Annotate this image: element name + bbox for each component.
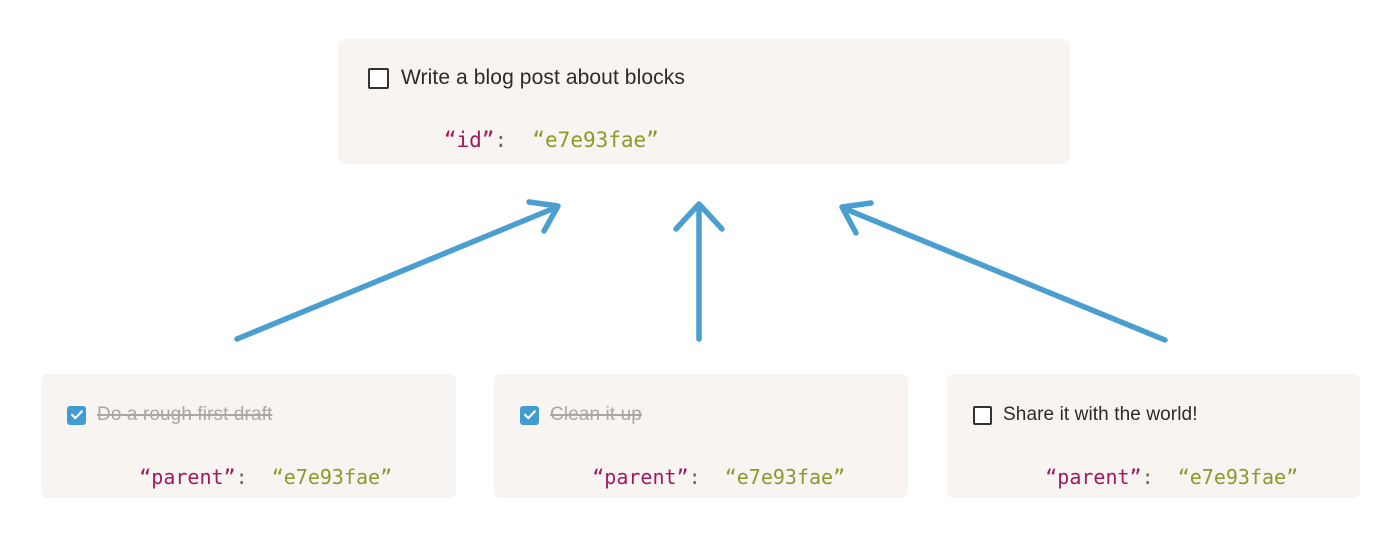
child-block-card-3[interactable]: Share it with the world! “parent”: “e7e9… <box>947 374 1360 498</box>
parent-task-label: Write a blog post about blocks <box>401 66 685 89</box>
checkbox-checked-icon[interactable] <box>520 405 539 425</box>
json-key: “id” <box>443 128 495 152</box>
json-colon: : <box>494 128 508 152</box>
arrow-child-3-to-parent <box>839 200 1168 343</box>
json-colon: : <box>688 465 701 489</box>
json-key: “parent” <box>1045 465 1142 489</box>
child-json-line-3: “parent”: “e7e93fae” <box>973 447 1360 507</box>
json-key: “parent” <box>592 465 689 489</box>
child-task-row-3: Share it with the world! <box>973 404 1360 426</box>
child-json-line-1: “parent”: “e7e93fae” <box>67 447 456 507</box>
arrow-child-2-to-parent <box>673 201 725 342</box>
json-value: “e7e93fae” <box>1177 465 1299 489</box>
child-block-card-1[interactable]: Do a rough first draft “parent”: “e7e93f… <box>41 374 456 498</box>
json-value: “e7e93fae” <box>724 465 846 489</box>
json-colon: : <box>235 465 248 489</box>
child-json-line-2: “parent”: “e7e93fae” <box>520 447 908 507</box>
checkbox-empty-icon[interactable] <box>973 405 992 425</box>
json-key: “parent” <box>139 465 236 489</box>
child-task-row-1: Do a rough first draft <box>67 404 456 426</box>
arrow-child-1-to-parent <box>234 199 561 342</box>
child-task-label-1: Do a rough first draft <box>97 404 273 425</box>
parent-block-card[interactable]: Write a blog post about blocks “id”: “e7… <box>338 39 1070 164</box>
json-value: “e7e93fae” <box>271 465 393 489</box>
parent-json-line: “id”: “e7e93fae” <box>368 109 1070 172</box>
checkbox-checked-icon[interactable] <box>67 405 86 425</box>
child-task-label-3: Share it with the world! <box>1003 404 1198 425</box>
child-task-label-2: Clean it up <box>550 404 642 425</box>
child-task-row-2: Clean it up <box>520 404 908 426</box>
parent-task-row: Write a blog post about blocks <box>368 65 1070 91</box>
child-block-card-2[interactable]: Clean it up “parent”: “e7e93fae” <box>494 374 908 498</box>
json-colon: : <box>1141 465 1154 489</box>
checkbox-empty-icon[interactable] <box>368 67 389 89</box>
json-value: “e7e93fae” <box>532 128 659 152</box>
